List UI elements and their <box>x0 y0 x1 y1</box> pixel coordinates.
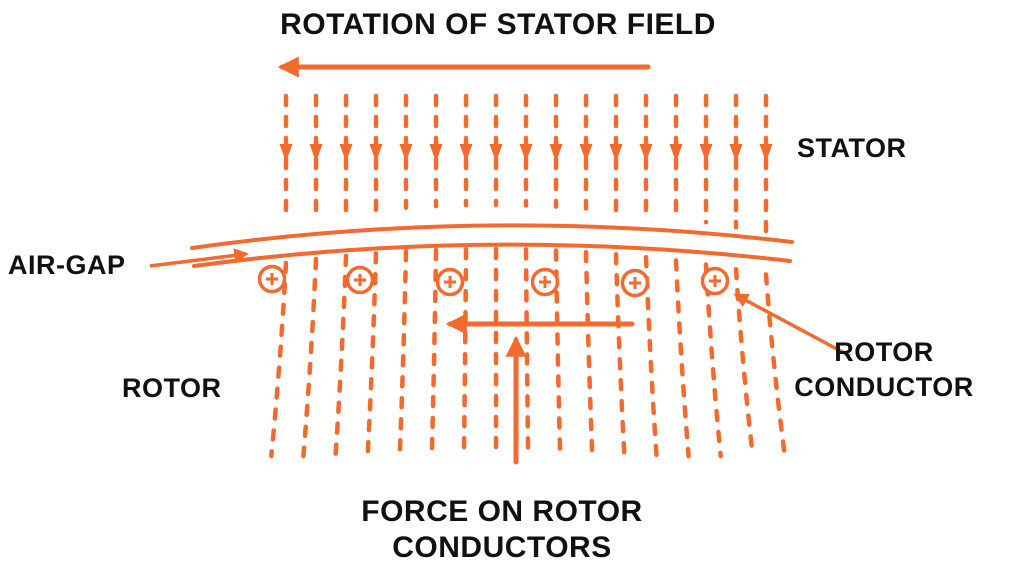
rotor-field-lines <box>269 246 788 459</box>
rotor-field-line <box>429 247 439 459</box>
field-arrowhead-down-icon <box>309 144 323 162</box>
rotor-field-line <box>333 253 349 459</box>
rotor-field-line <box>613 252 627 459</box>
stator-field-lines <box>279 93 773 236</box>
field-arrowhead-down-icon <box>429 144 443 162</box>
field-arrowhead-down-icon <box>759 144 773 162</box>
rotor-conductor-symbol <box>700 266 730 296</box>
rotor-field-line <box>733 266 756 459</box>
field-arrowhead-down-icon <box>459 144 473 162</box>
rotor-conductor-symbol <box>620 268 650 298</box>
stator-label: STATOR <box>797 133 907 163</box>
field-arrowhead-down-icon <box>279 144 293 162</box>
field-arrowhead-down-icon <box>549 144 563 162</box>
rotor-conductor-symbol <box>257 264 287 294</box>
field-arrowhead-down-icon <box>519 144 533 162</box>
rotor-field-line <box>365 251 379 459</box>
field-arrowhead-down-icon <box>369 144 383 162</box>
rotor-conductor-pointer-arrow <box>733 293 851 358</box>
rotor-field-line <box>269 260 289 459</box>
field-arrowhead-down-icon <box>579 144 593 162</box>
rotor-conductor-symbol <box>345 265 375 295</box>
field-arrowhead-down-icon <box>699 144 713 162</box>
force-label-line1: FORCE ON ROTOR <box>361 495 642 528</box>
air-gap-lower-boundary <box>192 242 792 268</box>
air-gap-upper-boundary <box>190 223 794 250</box>
air-gap-pointer-arrow <box>149 248 249 268</box>
field-arrowhead-down-icon <box>609 144 623 162</box>
rotor-field-line <box>523 247 531 459</box>
rotor-conductors <box>257 264 730 298</box>
rotor-field-line <box>461 246 469 459</box>
field-arrowhead-down-icon <box>729 144 743 162</box>
rotor-field-line <box>301 256 319 459</box>
rotor-conductor-label-line1: ROTOR <box>834 337 934 367</box>
field-arrowhead-down-icon <box>669 144 683 162</box>
rotor-label: ROTOR <box>122 373 222 403</box>
field-arrowhead-down-icon <box>339 144 353 162</box>
field-arrowhead-down-icon <box>489 144 503 162</box>
rotor-field-line <box>397 249 409 459</box>
air-gap-label: AIR-GAP <box>8 250 126 280</box>
title-rotation-of-stator-field: ROTATION OF STATOR FIELD <box>280 8 716 41</box>
force-label-line2: CONDUCTORS <box>392 531 611 564</box>
rotor-field-line <box>583 249 595 459</box>
rotor-conductor-symbol <box>530 267 560 297</box>
rotor-field-line <box>763 272 788 459</box>
rotor-conductor-label-line2: CONDUCTOR <box>794 372 974 402</box>
rotor-field-line <box>673 258 691 459</box>
rotor-conductor-symbol <box>435 267 465 297</box>
field-arrowhead-down-icon <box>399 144 413 162</box>
field-arrowhead-down-icon <box>639 144 653 162</box>
